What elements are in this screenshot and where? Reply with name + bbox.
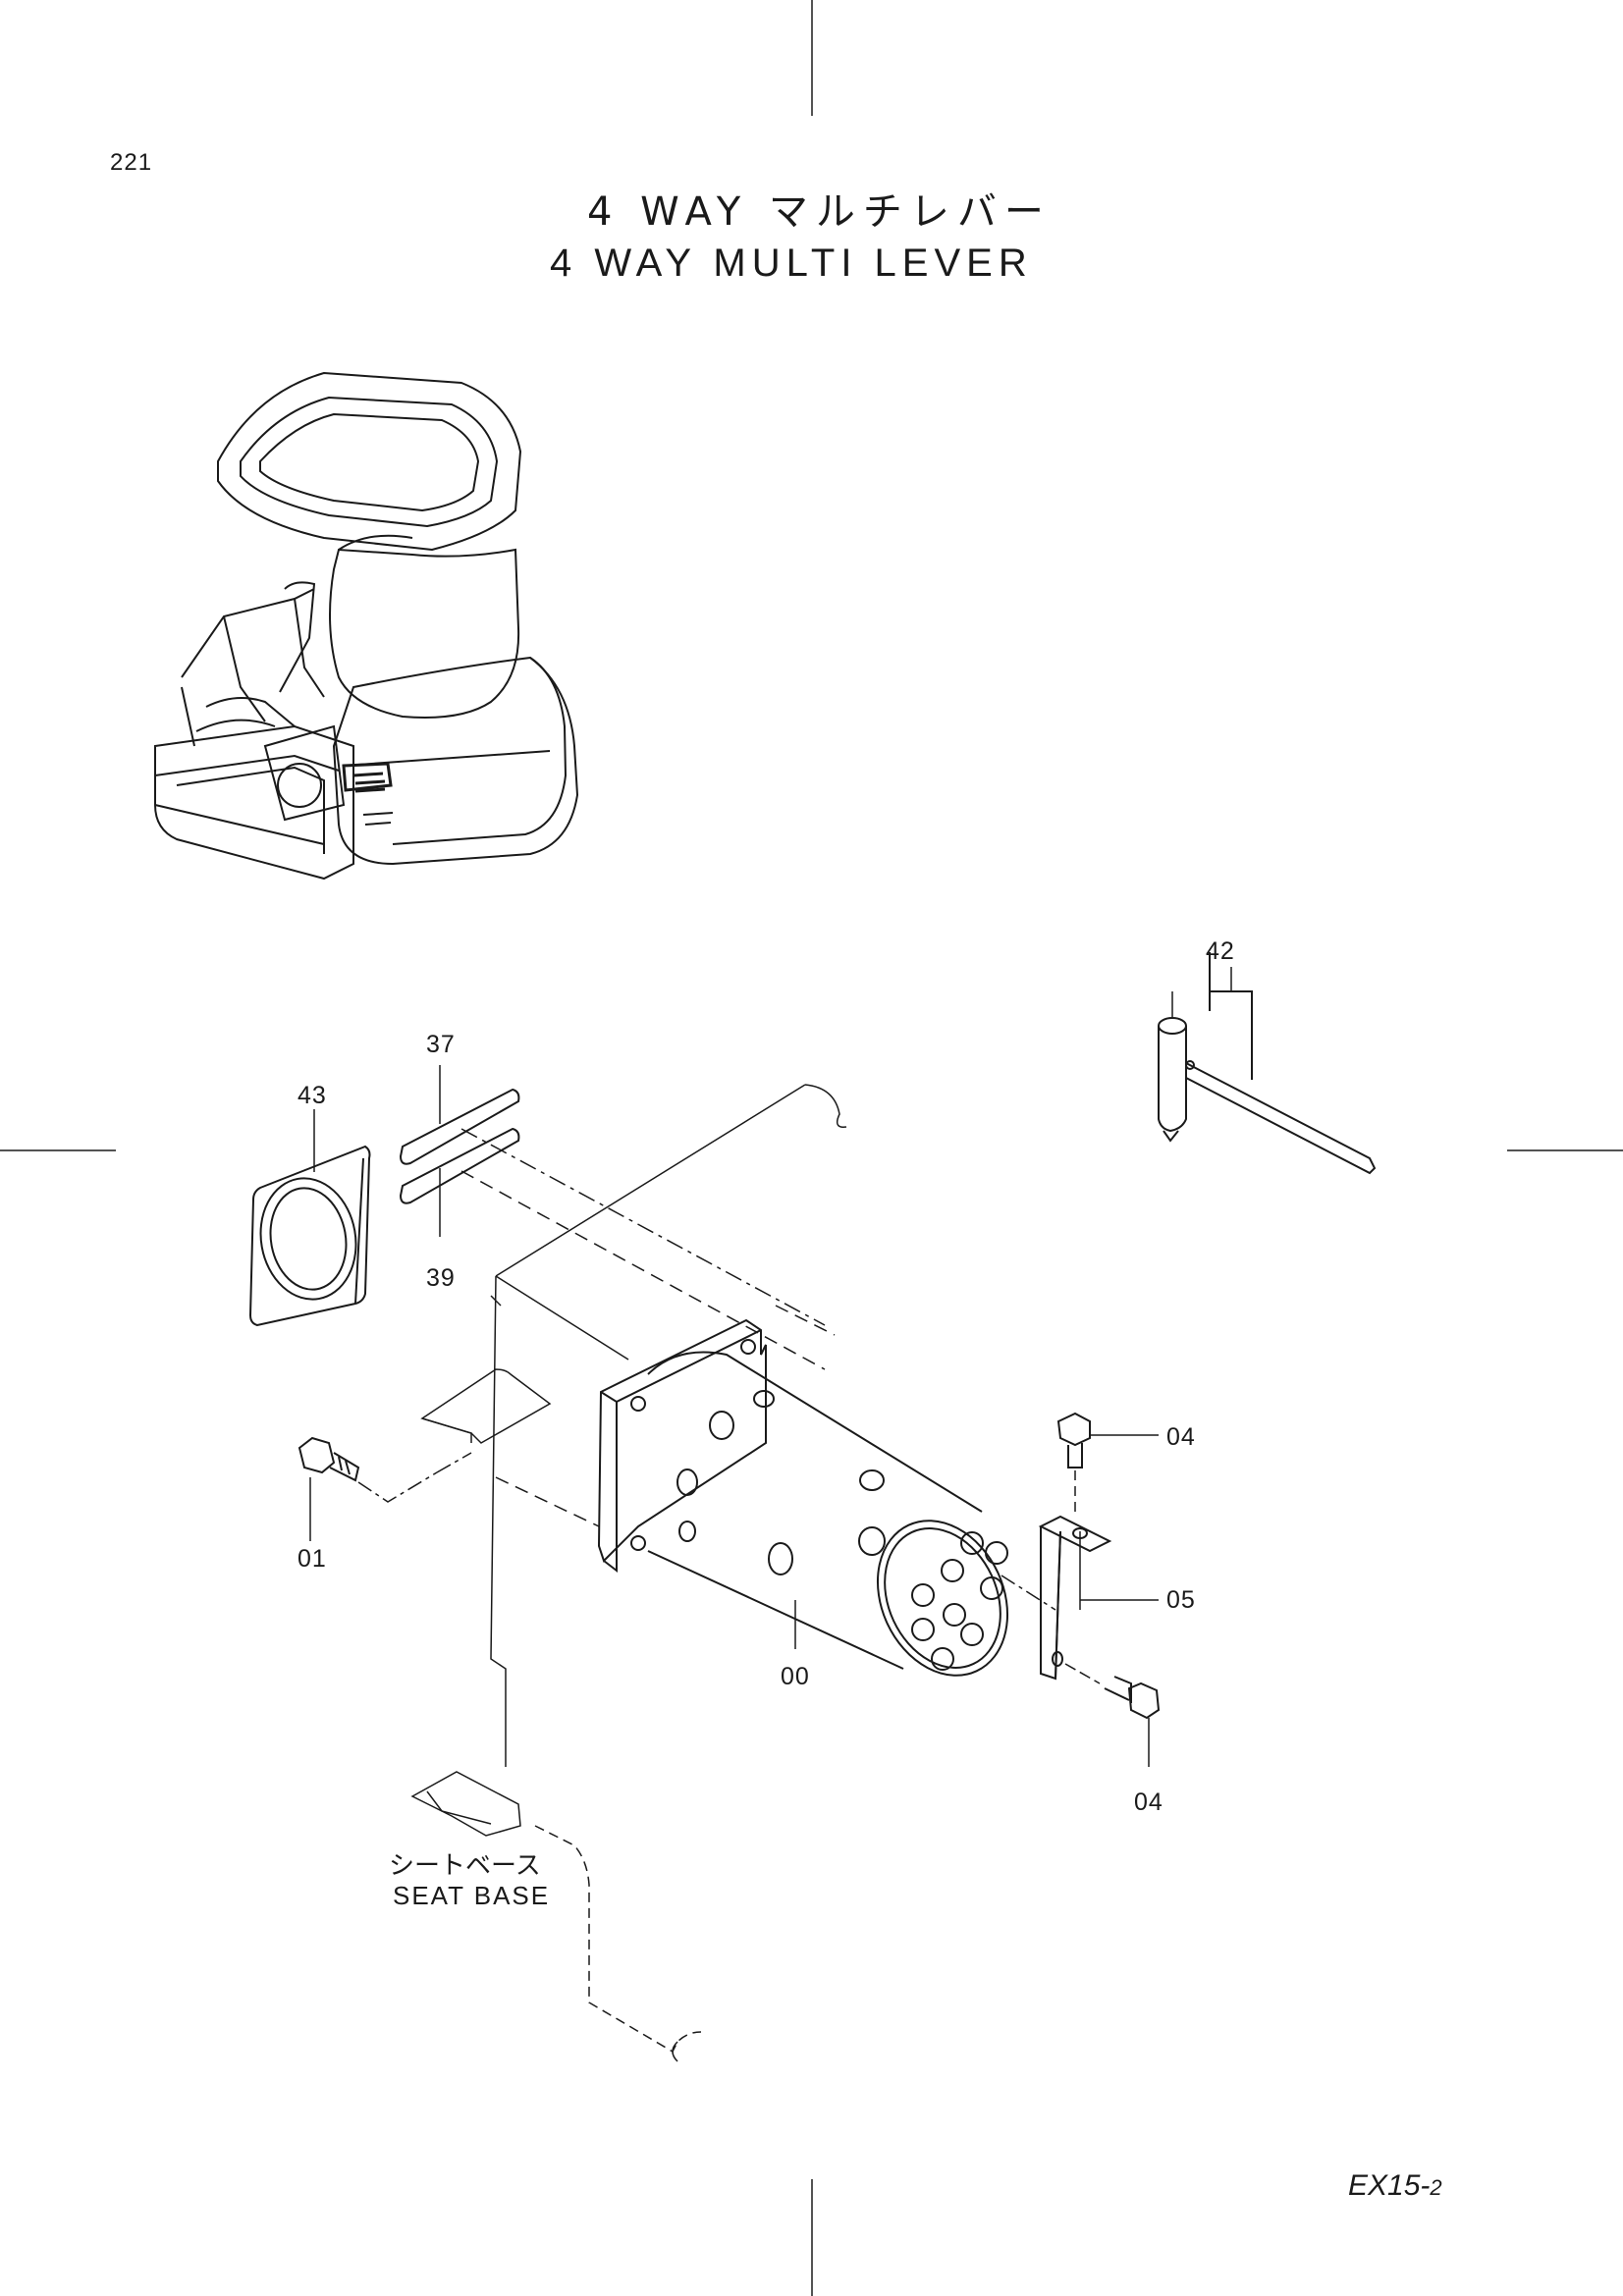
- callout-43: 43: [298, 1082, 327, 1109]
- seat-base-phantom: [410, 1084, 847, 2062]
- seal-43-drawing: [248, 1109, 371, 1327]
- excavator-overview-illustration: [154, 371, 579, 881]
- callout-42: 42: [1206, 937, 1235, 965]
- bolt-04-upper-drawing: [1056, 1412, 1159, 1512]
- callout-01: 01: [298, 1545, 327, 1573]
- title-block: 4 WAY マルチレバー 4 WAY MULTI LEVER: [550, 187, 1100, 289]
- callout-00: 00: [781, 1663, 810, 1690]
- title-english: 4 WAY MULTI LEVER: [550, 241, 1033, 285]
- callout-37: 37: [426, 1031, 456, 1058]
- model-code: EX15-2: [1348, 2169, 1442, 2203]
- callout-04-lower: 04: [1134, 1789, 1163, 1816]
- plates-37-39-drawing: [399, 1065, 826, 1370]
- swivel-joint-00-drawing: [495, 1305, 1056, 1677]
- lever-pin-42-drawing: [1158, 952, 1377, 1175]
- model-code-main: EX15-: [1348, 2169, 1431, 2202]
- bracket-05-drawing: [1038, 1515, 1159, 1681]
- callout-04-upper: 04: [1166, 1423, 1196, 1451]
- bolt-01-drawing: [298, 1436, 472, 1541]
- bolt-04-lower-drawing: [1064, 1663, 1161, 1767]
- title-japanese: 4 WAY マルチレバー: [587, 189, 1052, 235]
- page-number: 221: [110, 149, 153, 176]
- seat-base-label-japanese: シートベース: [389, 1851, 541, 1881]
- callout-05: 05: [1166, 1586, 1196, 1614]
- callout-39: 39: [426, 1264, 456, 1292]
- model-code-sub: 2: [1430, 2175, 1442, 2200]
- seat-base-label-english: SEAT BASE: [393, 1881, 551, 1910]
